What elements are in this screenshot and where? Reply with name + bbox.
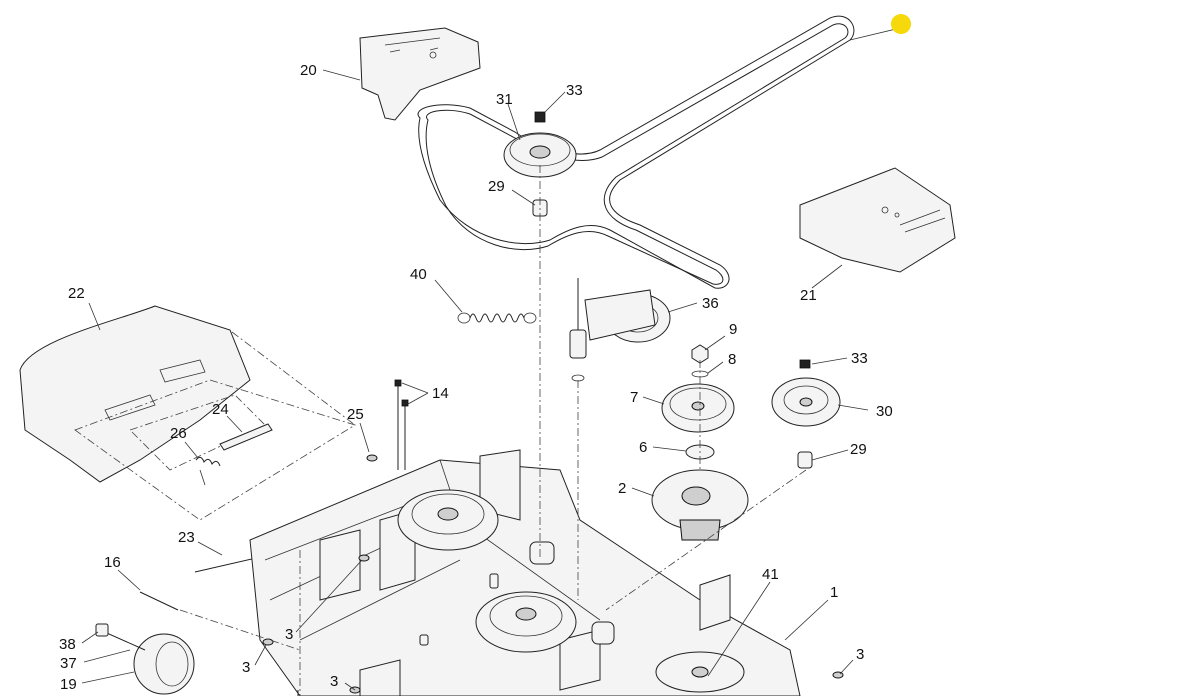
- callout-20: 20: [300, 62, 317, 79]
- callout-16: 16: [104, 554, 121, 571]
- deck-spindle-right: [655, 651, 745, 693]
- callout-labels: 20 31 33 29 21 40 36 22 9 8 33 7 30 14 2…: [59, 62, 893, 693]
- spring-rod: [195, 423, 273, 486]
- bolt-set: [366, 379, 409, 470]
- callout-36: 36: [702, 295, 719, 312]
- callout-3-a: 3: [285, 626, 293, 643]
- callout-21: 21: [800, 287, 817, 304]
- deck-spindle-center: [475, 591, 577, 653]
- callout-25: 25: [347, 406, 364, 423]
- callout-29-top: 29: [488, 178, 505, 195]
- callout-37: 37: [60, 655, 77, 672]
- callout-29-right: 29: [850, 441, 867, 458]
- callout-33-top: 33: [566, 82, 583, 99]
- callout-31: 31: [496, 91, 513, 108]
- callout-24: 24: [212, 401, 229, 418]
- belt-cover-right: [799, 167, 956, 273]
- callout-9: 9: [729, 321, 737, 338]
- callout-3-c: 3: [330, 673, 338, 690]
- gauge-wheel: [95, 623, 195, 695]
- callout-7: 7: [630, 389, 638, 406]
- highlight-marker: [891, 14, 911, 34]
- callout-30: 30: [876, 403, 893, 420]
- tension-spring: [457, 312, 537, 324]
- spindle-assembly-right: [651, 344, 749, 541]
- callout-3-b: 3: [242, 659, 250, 676]
- leader-lines: [81, 28, 897, 691]
- deck-bosses: [489, 541, 615, 645]
- idler-pulley-arm: [569, 278, 671, 382]
- callout-38: 38: [59, 636, 76, 653]
- callout-8: 8: [728, 351, 736, 368]
- callout-3-d: 3: [856, 646, 864, 663]
- callout-26: 26: [170, 425, 187, 442]
- mower-deck: [249, 449, 801, 696]
- belt-cover-left: [359, 27, 481, 121]
- discharge-shield: [19, 305, 356, 521]
- callout-1: 1: [830, 584, 838, 601]
- callout-22: 22: [68, 285, 85, 302]
- callout-19: 19: [60, 676, 77, 693]
- drive-belt: [417, 15, 855, 289]
- callout-23: 23: [178, 529, 195, 546]
- assembly-centerlines: [179, 165, 807, 696]
- callout-41: 41: [762, 566, 779, 583]
- idler-pulley-right: [771, 359, 841, 469]
- callout-33-right: 33: [851, 350, 868, 367]
- callout-6: 6: [639, 439, 647, 456]
- callout-40: 40: [410, 266, 427, 283]
- callout-2: 2: [618, 480, 626, 497]
- deck-spindle-left: [397, 489, 499, 551]
- callout-14: 14: [432, 385, 449, 402]
